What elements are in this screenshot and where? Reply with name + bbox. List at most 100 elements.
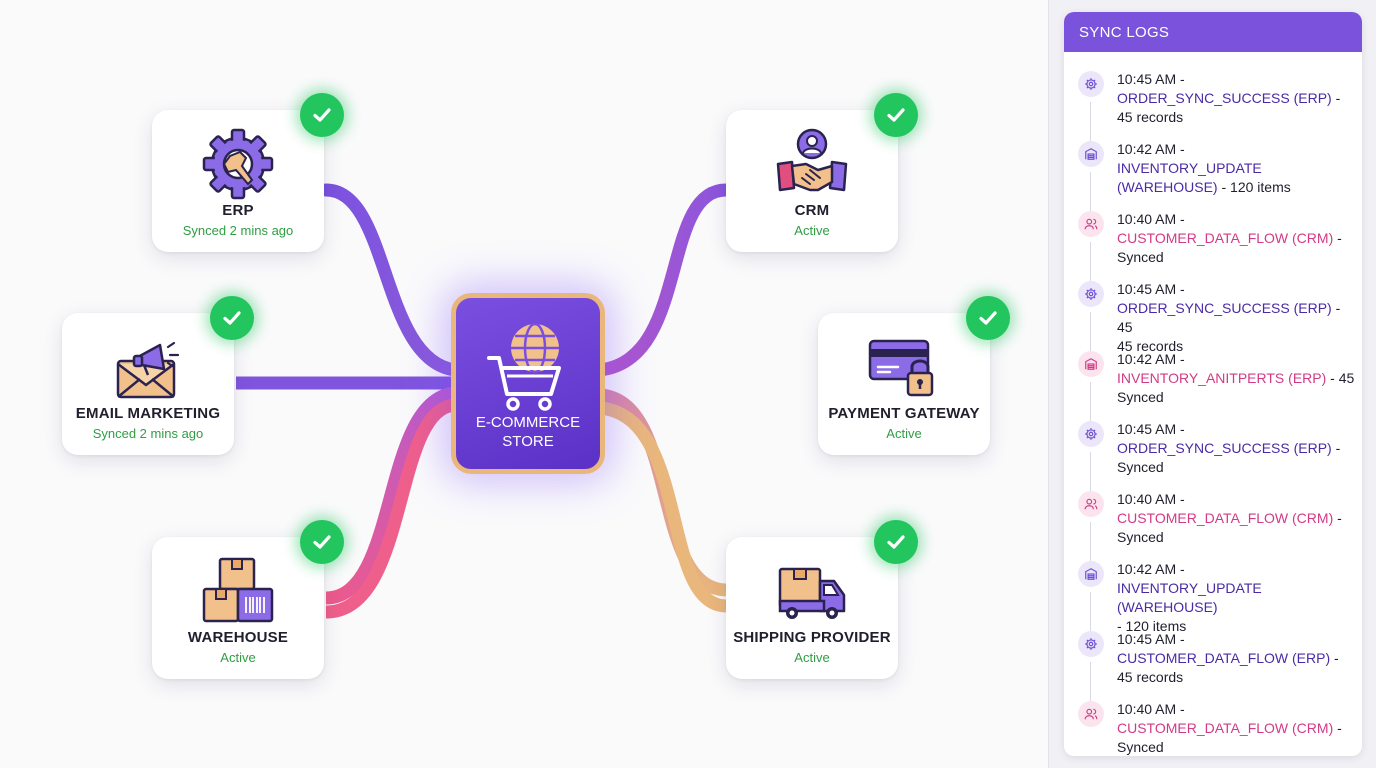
gear-icon — [1078, 281, 1104, 307]
log-entry[interactable]: 10:42 AM -INVENTORY_UPDATE (WAREHOUSE) -… — [1064, 560, 1362, 636]
log-event: CUSTOMER_DATA_FLOW (CRM) — [1117, 720, 1334, 736]
gear-icon — [1078, 71, 1104, 97]
sync-log-list[interactable]: 10:45 AM - ORDER_SYNC_SUCCESS (ERP) - 45 … — [1064, 52, 1362, 756]
hub-title: E-COMMERCE STORE — [475, 414, 581, 450]
log-entry-text: 10:42 AM - INVENTORY_ANITPERTS (ERP) - 45… — [1117, 350, 1357, 420]
node-payment-gateway[interactable]: PAYMENT GATEWAY Active — [818, 296, 1010, 455]
log-detail: - 120 items — [1117, 618, 1187, 634]
timeline-connector — [1090, 452, 1091, 496]
log-entry[interactable]: 10:40 AM - CUSTOMER_DATA_FLOW (CRM) - Syn… — [1064, 210, 1362, 286]
warehouse-icon — [1078, 561, 1104, 587]
log-event: CUSTOMER_DATA_FLOW (CRM) — [1117, 510, 1334, 526]
node-warehouse[interactable]: WAREHOUSE Active — [152, 520, 344, 679]
check-icon — [300, 520, 344, 564]
users-icon — [1078, 211, 1104, 237]
sync-logs-sidebar: SYNC LOGS 10:45 AM - ORDER_SYNC_SUCCESS (… — [1048, 0, 1376, 768]
node-erp[interactable]: ERP Synced 2 mins ago — [152, 93, 344, 252]
node-email-status: Synced 2 mins ago — [92, 426, 204, 441]
log-entry-text: 10:42 AM - INVENTORY_UPDATE (WAREHOUSE) -… — [1117, 140, 1357, 210]
megaphone-envelope-icon — [116, 341, 180, 399]
log-event: INVENTORY_ANITPERTS (ERP) — [1117, 370, 1327, 386]
check-icon — [210, 296, 254, 340]
node-shipping-name: SHIPPING PROVIDER — [733, 629, 891, 646]
timeline-connector — [1090, 242, 1091, 286]
log-detail: - Synced — [1117, 510, 1342, 545]
log-entry-text: 10:45 AM - ORDER_SYNC_SUCCESS (ERP) - Syn… — [1117, 420, 1357, 490]
log-event: INVENTORY_UPDATE (WAREHOUSE) — [1117, 160, 1262, 195]
node-crm-status: Active — [794, 223, 830, 238]
timeline-connector — [1090, 102, 1091, 146]
log-event: CUSTOMER_DATA_FLOW (CRM) — [1117, 230, 1334, 246]
flow-shipping-b — [598, 401, 727, 613]
check-icon — [300, 93, 344, 137]
flow-crm — [598, 183, 727, 377]
log-event: ORDER_SYNC_SUCCESS (ERP) — [1117, 90, 1332, 106]
sync-logs-panel[interactable]: SYNC LOGS 10:45 AM - ORDER_SYNC_SUCCESS (… — [1064, 12, 1362, 756]
flow-warehouse-a — [325, 386, 457, 605]
check-icon — [874, 520, 918, 564]
node-email-marketing[interactable]: EMAIL MARKETING Synced 2 mins ago — [62, 296, 254, 455]
delivery-truck-icon — [778, 567, 846, 619]
gear-wrench-icon — [202, 128, 274, 200]
node-erp-name: ERP — [222, 202, 254, 219]
shopping-cart-globe-icon — [487, 322, 561, 411]
credit-card-lock-icon — [868, 339, 934, 397]
log-time: 10:45 AM - — [1117, 421, 1185, 437]
check-icon — [966, 296, 1010, 340]
log-entry-text: 10:40 AM - CUSTOMER_DATA_FLOW (CRM) - Syn… — [1117, 490, 1357, 560]
log-time: 10:42 AM - — [1117, 141, 1185, 157]
log-event: INVENTORY_UPDATE (WAREHOUSE) — [1117, 580, 1262, 615]
log-event: ORDER_SYNC_SUCCESS (ERP) — [1117, 300, 1332, 316]
timeline-connector — [1090, 662, 1091, 706]
timeline-connector — [1090, 382, 1091, 426]
log-entry-text: 10:45 AM - ORDER_SYNC_SUCCESS (ERP) - 45 … — [1117, 70, 1357, 140]
sync-logs-title: SYNC LOGS — [1064, 12, 1362, 52]
log-time: 10:40 AM - — [1117, 491, 1185, 507]
log-time: 10:40 AM - — [1117, 701, 1185, 717]
log-event: CUSTOMER_DATA_FLOW (ERP) — [1117, 650, 1331, 666]
gear-icon — [1078, 631, 1104, 657]
log-detail: - 45 records — [1117, 90, 1341, 125]
timeline-connector — [1090, 592, 1091, 636]
flow-warehouse-b — [325, 398, 457, 619]
node-crm[interactable]: CRM Active — [726, 93, 918, 252]
log-time: 10:40 AM - — [1117, 211, 1185, 227]
log-entry[interactable]: 10:42 AM - INVENTORY_ANITPERTS (ERP) - 45… — [1064, 350, 1362, 426]
hub-ecommerce-store[interactable]: E-COMMERCE STORE — [451, 293, 605, 474]
log-time: 10:45 AM - — [1117, 281, 1185, 297]
log-entry-text: 10:42 AM -INVENTORY_UPDATE (WAREHOUSE) -… — [1117, 560, 1357, 634]
log-entry[interactable]: 10:40 AM - CUSTOMER_DATA_FLOW (CRM) - Syn… — [1064, 700, 1362, 756]
log-detail: - Synced — [1117, 230, 1342, 265]
check-icon — [874, 93, 918, 137]
log-entry[interactable]: 10:42 AM - INVENTORY_UPDATE (WAREHOUSE) -… — [1064, 140, 1362, 216]
timeline-connector — [1090, 312, 1091, 356]
node-shipping-provider[interactable]: SHIPPING PROVIDER Active — [726, 520, 918, 679]
node-warehouse-status: Active — [220, 650, 256, 665]
log-detail: - 45 records — [1117, 650, 1339, 685]
log-entry-text: 10:45 AM - CUSTOMER_DATA_FLOW (ERP) - 45 … — [1117, 630, 1357, 700]
log-detail: - Synced — [1117, 720, 1342, 755]
log-event: ORDER_SYNC_SUCCESS (ERP) — [1117, 440, 1332, 456]
log-entry-text: 10:40 AM - CUSTOMER_DATA_FLOW (CRM) - Syn… — [1117, 700, 1357, 756]
log-entry[interactable]: 10:45 AM -ORDER_SYNC_SUCCESS (ERP) - 45 … — [1064, 280, 1362, 356]
node-email-name: EMAIL MARKETING — [75, 405, 221, 422]
node-erp-status: Synced 2 mins ago — [182, 223, 294, 238]
log-detail: - 120 items — [1217, 179, 1291, 195]
node-warehouse-name: WAREHOUSE — [187, 629, 289, 646]
users-icon — [1078, 491, 1104, 517]
log-time: 10:42 AM - — [1117, 351, 1185, 367]
log-entry[interactable]: 10:45 AM - CUSTOMER_DATA_FLOW (ERP) - 45 … — [1064, 630, 1362, 706]
timeline-connector — [1090, 172, 1091, 216]
gear-icon — [1078, 421, 1104, 447]
log-entry[interactable]: 10:40 AM - CUSTOMER_DATA_FLOW (CRM) - Syn… — [1064, 490, 1362, 566]
flow-erp — [319, 183, 462, 377]
log-time: 10:45 AM - — [1117, 631, 1185, 647]
integration-diagram: ERP Synced 2 mins ago EMAIL MARKETING Sy… — [62, 93, 1010, 679]
node-payment-name: PAYMENT GATEWAY — [828, 405, 980, 422]
warehouse-icon — [1078, 351, 1104, 377]
log-time: 10:45 AM - — [1117, 71, 1185, 87]
log-detail: - Synced — [1117, 440, 1341, 475]
log-entry[interactable]: 10:45 AM - ORDER_SYNC_SUCCESS (ERP) - Syn… — [1064, 420, 1362, 496]
log-entry[interactable]: 10:45 AM - ORDER_SYNC_SUCCESS (ERP) - 45 … — [1064, 70, 1362, 146]
log-detail: - 45 Synced — [1117, 370, 1355, 405]
